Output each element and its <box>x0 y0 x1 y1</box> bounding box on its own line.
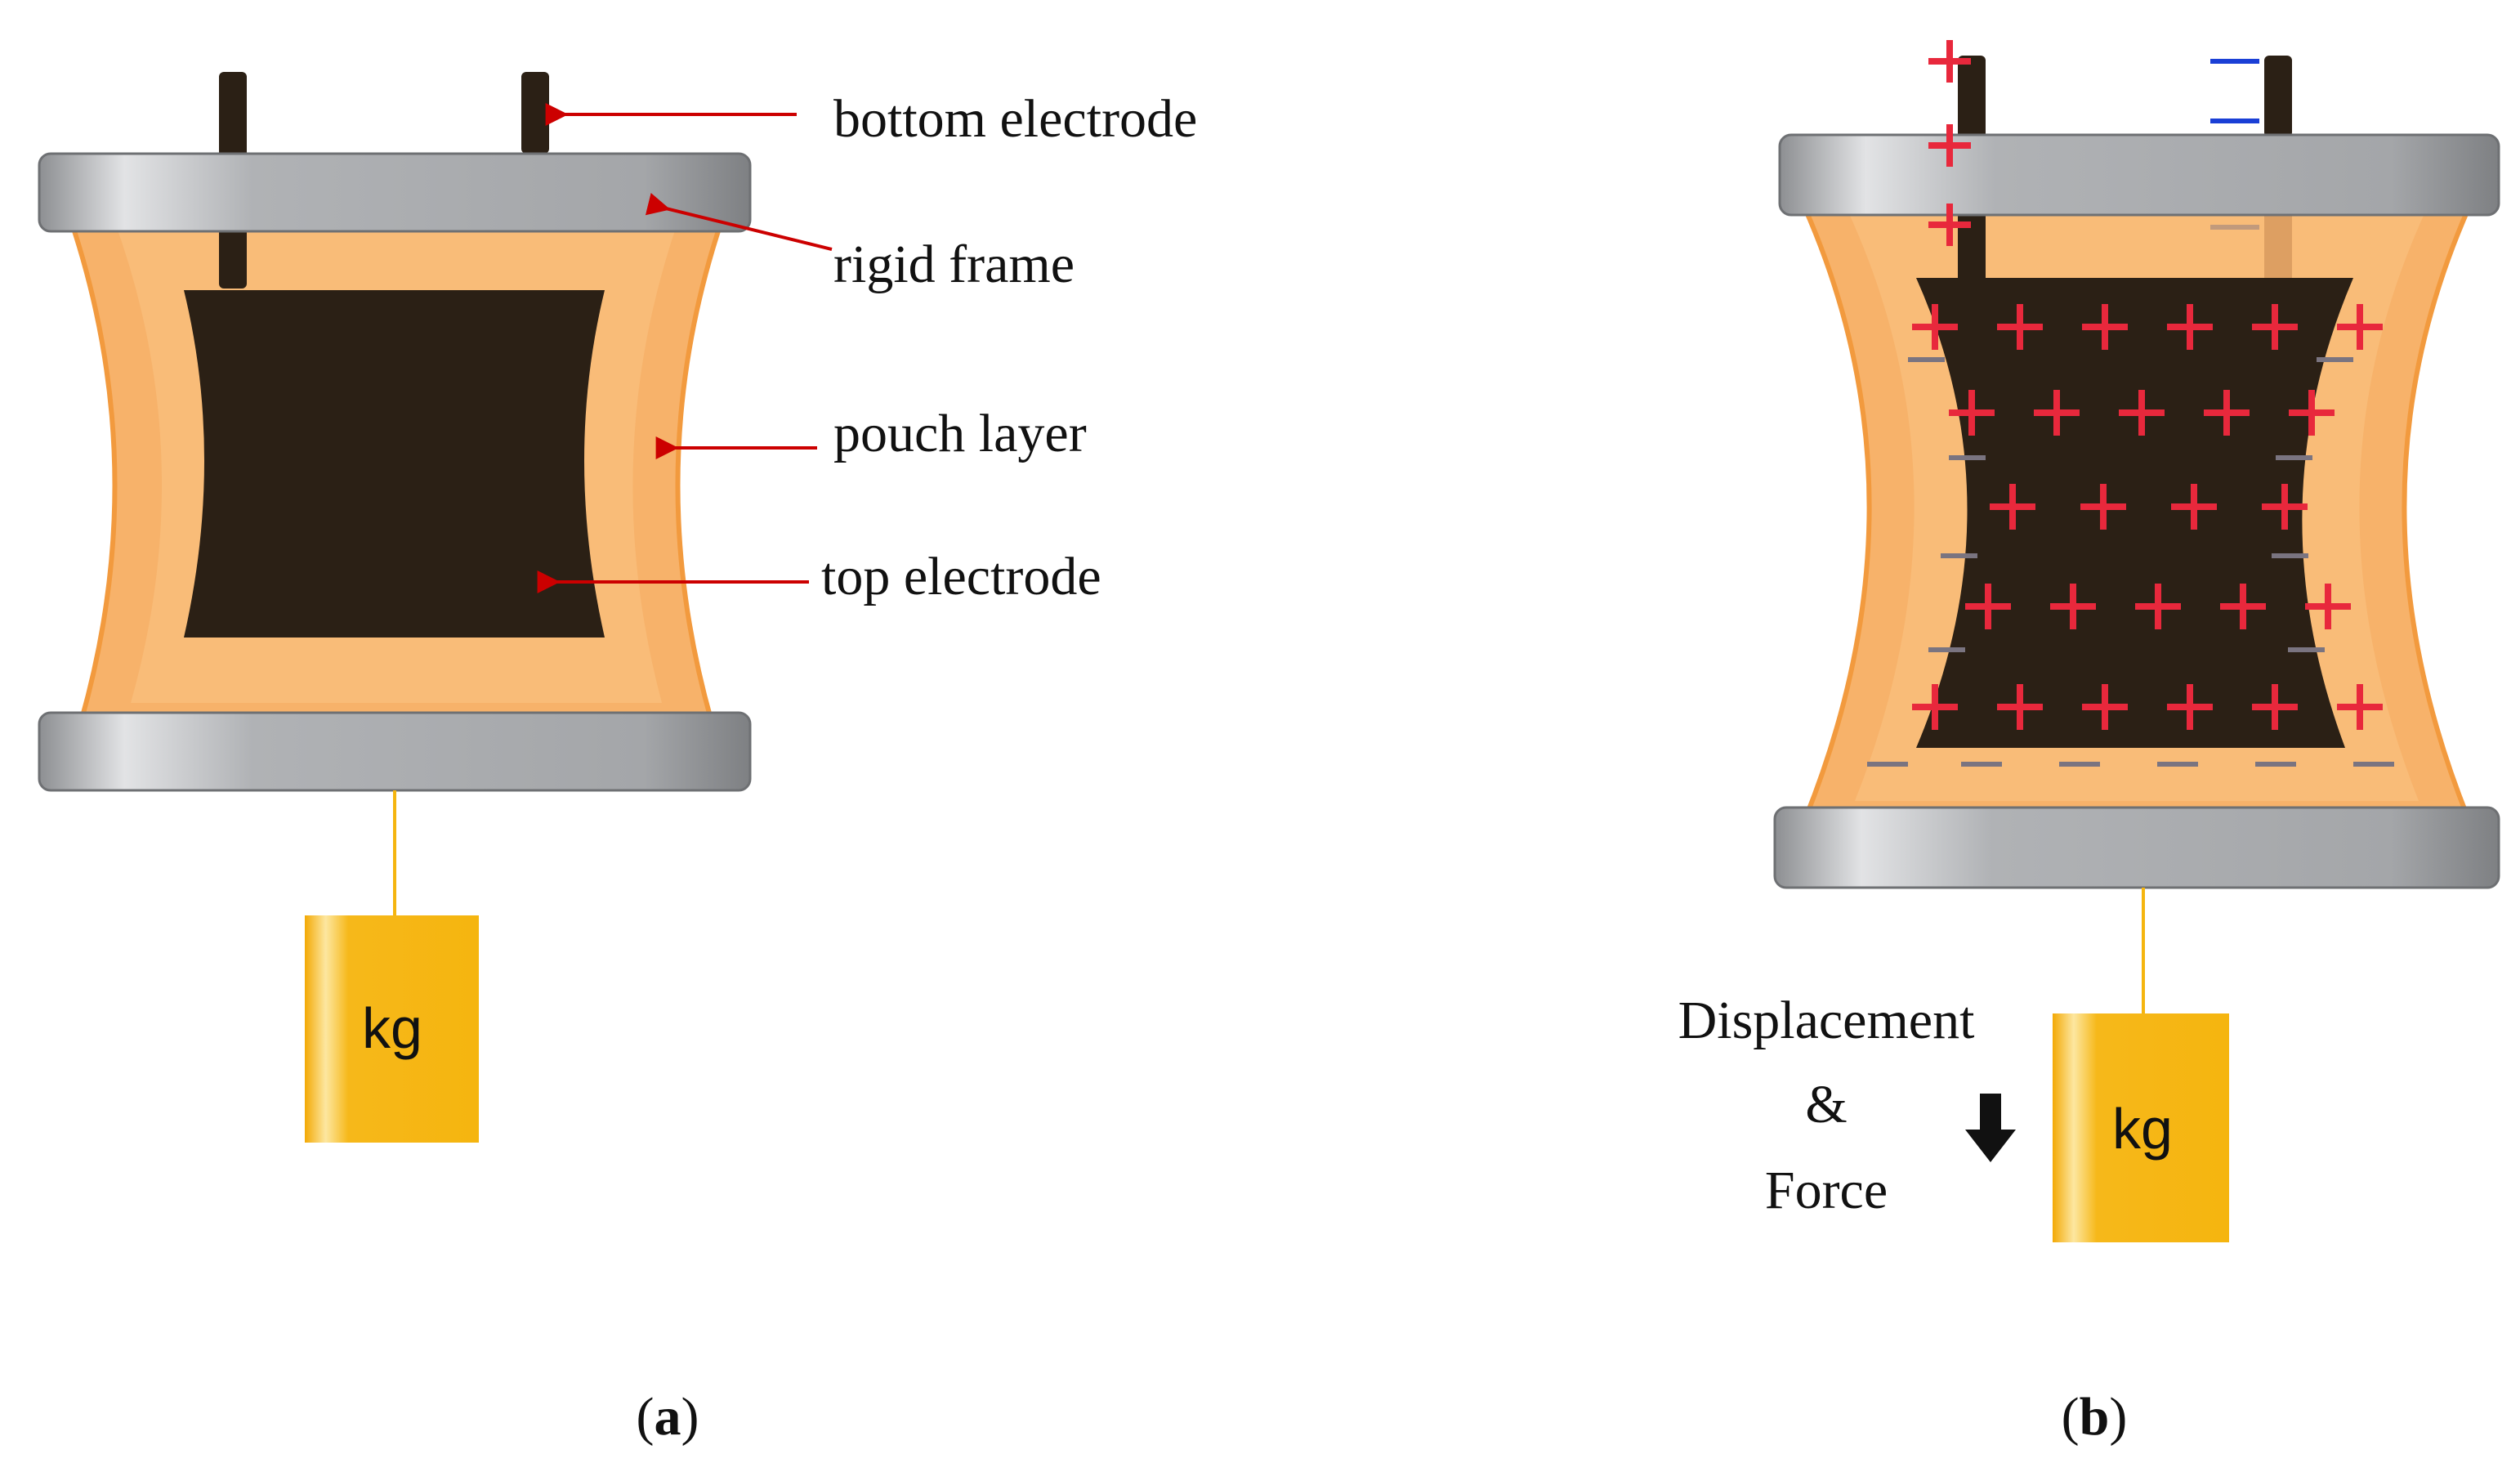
displacement-label-line2: & <box>1805 1075 1847 1134</box>
top-electrode-b <box>1916 278 2353 748</box>
top-electrode-a <box>184 290 605 638</box>
panel-a: kg bottom electrode rigid frame pouch la… <box>38 72 1197 1447</box>
plus-sign <box>2167 684 2213 730</box>
electrode-lead-right-b <box>2264 56 2292 137</box>
plus-sign <box>1997 304 2043 350</box>
plus-sign <box>2252 684 2298 730</box>
plus-sign <box>2171 484 2217 530</box>
plus-sign <box>2204 390 2250 436</box>
caption-b: (b) <box>2062 1387 2128 1447</box>
plus-sign <box>2082 304 2128 350</box>
panel-b: kg Displacement & Force (b) <box>1678 40 2500 1447</box>
plus-sign <box>2337 304 2383 350</box>
electrode-lead-right-a <box>521 72 549 154</box>
plus-sign <box>2050 584 2096 629</box>
weight-label-a: kg <box>362 996 422 1060</box>
plus-sign <box>1997 684 2043 730</box>
plus-sign <box>2082 684 2128 730</box>
rigid-frame-bottom-b <box>1773 806 2500 889</box>
lead-plus-signs <box>1928 40 1971 246</box>
plus-sign <box>2034 390 2080 436</box>
weight-block-b <box>2053 1013 2229 1242</box>
displacement-label-line3: Force <box>1765 1161 1888 1220</box>
plus-sign <box>2220 584 2266 629</box>
plus-sign <box>2337 684 2383 730</box>
plus-sign <box>1965 584 2011 629</box>
plus-sign <box>1912 304 1958 350</box>
arrow-rigid-frame <box>645 193 833 251</box>
plus-sign <box>2080 484 2126 530</box>
caption-a: (a) <box>637 1387 699 1447</box>
weight-label-b: kg <box>2112 1097 2173 1161</box>
plus-sign <box>2305 584 2351 629</box>
plus-sign <box>2262 484 2308 530</box>
plus-sign <box>1912 684 1958 730</box>
plus-sign <box>1928 40 1971 83</box>
plus-sign <box>1949 390 1995 436</box>
label-rigid-frame: rigid frame <box>833 235 1075 294</box>
rigid-frame-top-b <box>1778 133 2500 217</box>
label-pouch-layer: pouch layer <box>833 404 1087 463</box>
label-bottom-electrode: bottom electrode <box>833 89 1197 149</box>
plus-sign <box>2289 390 2335 436</box>
rigid-frame-bottom-a <box>38 711 752 792</box>
plus-sign <box>2119 390 2165 436</box>
plus-sign <box>2167 304 2213 350</box>
displacement-label-line1: Displacement <box>1678 991 1975 1050</box>
plus-sign <box>1990 484 2035 530</box>
plus-sign <box>2135 584 2181 629</box>
lead-minus-signs <box>2210 59 2259 230</box>
plus-sign <box>2252 304 2298 350</box>
plus-sign <box>1928 204 1971 246</box>
weight-block-a <box>305 915 479 1143</box>
rigid-frame-top-a <box>38 152 752 233</box>
down-arrow-icon <box>1965 1094 2016 1162</box>
pouch-minus-charges <box>1867 357 2394 767</box>
plus-sign <box>1928 124 1971 167</box>
electrode-plus-charges <box>1912 304 2383 730</box>
label-top-electrode: top electrode <box>821 547 1101 606</box>
electrode-lead-right-ghost-b <box>2264 213 2292 286</box>
